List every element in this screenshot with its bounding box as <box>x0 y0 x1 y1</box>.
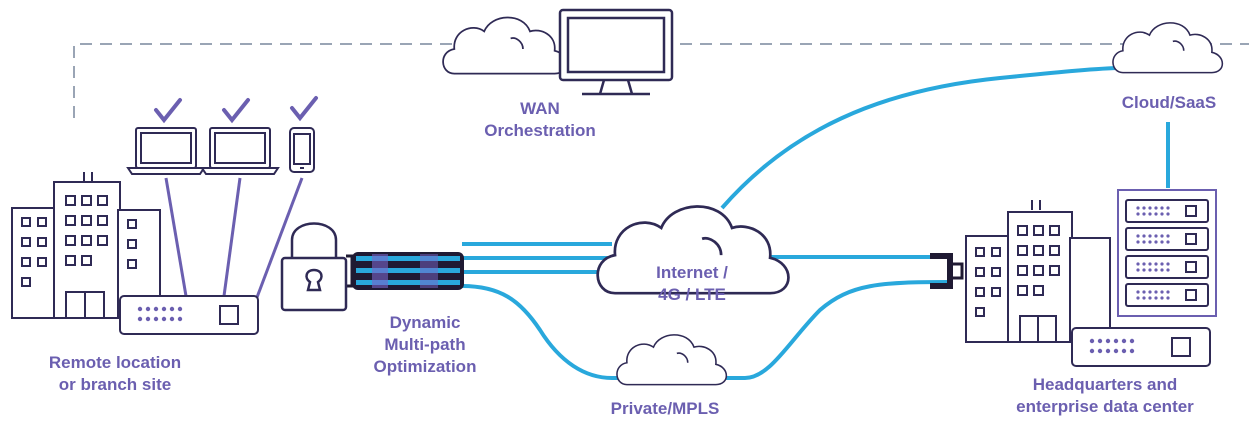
device-links <box>164 177 304 301</box>
hq-label-line2: enterprise data center <box>1016 397 1194 416</box>
monitor-icon <box>558 8 674 96</box>
link-dmpo-to-mpls <box>461 284 630 380</box>
link-hq-to-mpls <box>715 280 951 380</box>
remote-router-icon <box>119 295 259 335</box>
remote-location-label: Remote location or branch site <box>20 352 210 396</box>
hq-label-line1: Headquarters and <box>1032 375 1178 394</box>
wan-orchestration-label-line1: WAN <box>520 99 560 118</box>
remote-location-label-line1: Remote location <box>48 353 182 372</box>
multipath-tunnel <box>346 252 464 290</box>
server-rack-icon <box>1117 189 1217 317</box>
internet-label-line2: 4G / LTE <box>658 285 726 304</box>
cloud-saas-label: Cloud/SaaS <box>1110 92 1228 114</box>
cloud-saas-cloud-icon <box>1112 22 1224 74</box>
dmpo-label-line1: Dynamic <box>389 313 461 332</box>
laptop-icon <box>200 127 280 175</box>
cloud-saas-label-text: Cloud/SaaS <box>1121 93 1217 112</box>
checkmark-icons <box>154 96 318 124</box>
link-internet-to-cloud <box>720 66 1123 210</box>
hq-router-icon <box>1071 327 1211 367</box>
hq-label: Headquarters and enterprise data center <box>990 374 1220 418</box>
phone-icon <box>289 127 315 173</box>
remote-building-icon <box>11 172 161 319</box>
dmpo-label: Dynamic Multi-path Optimization <box>360 312 490 378</box>
internet-label-line1: Internet / <box>656 263 728 282</box>
remote-location-label-line2: or branch site <box>58 375 172 394</box>
dmpo-label-line2: Multi-path <box>384 335 466 354</box>
checkmark-icon <box>154 98 182 124</box>
checkmark-icon <box>290 96 318 122</box>
hq-building-icon <box>965 200 1111 343</box>
private-mpls-label: Private/MPLS <box>590 398 740 420</box>
padlock-icon <box>280 222 348 312</box>
dmpo-label-line3: Optimization <box>373 357 477 376</box>
wan-orchestration-cloud-icon <box>442 16 568 75</box>
checkmark-icon <box>222 98 250 124</box>
private-mpls-label-text: Private/MPLS <box>610 399 720 418</box>
internet-label: Internet / 4G / LTE <box>622 262 762 306</box>
wan-orchestration-label-line2: Orchestration <box>484 121 596 140</box>
mpls-cloud-icon <box>616 334 728 386</box>
hq-tunnel-bracket <box>930 253 964 289</box>
orchestration-dashed-link <box>73 43 1249 118</box>
laptop-icon <box>126 127 206 175</box>
network-links <box>461 66 1170 380</box>
wan-orchestration-label: WAN Orchestration <box>470 98 610 142</box>
